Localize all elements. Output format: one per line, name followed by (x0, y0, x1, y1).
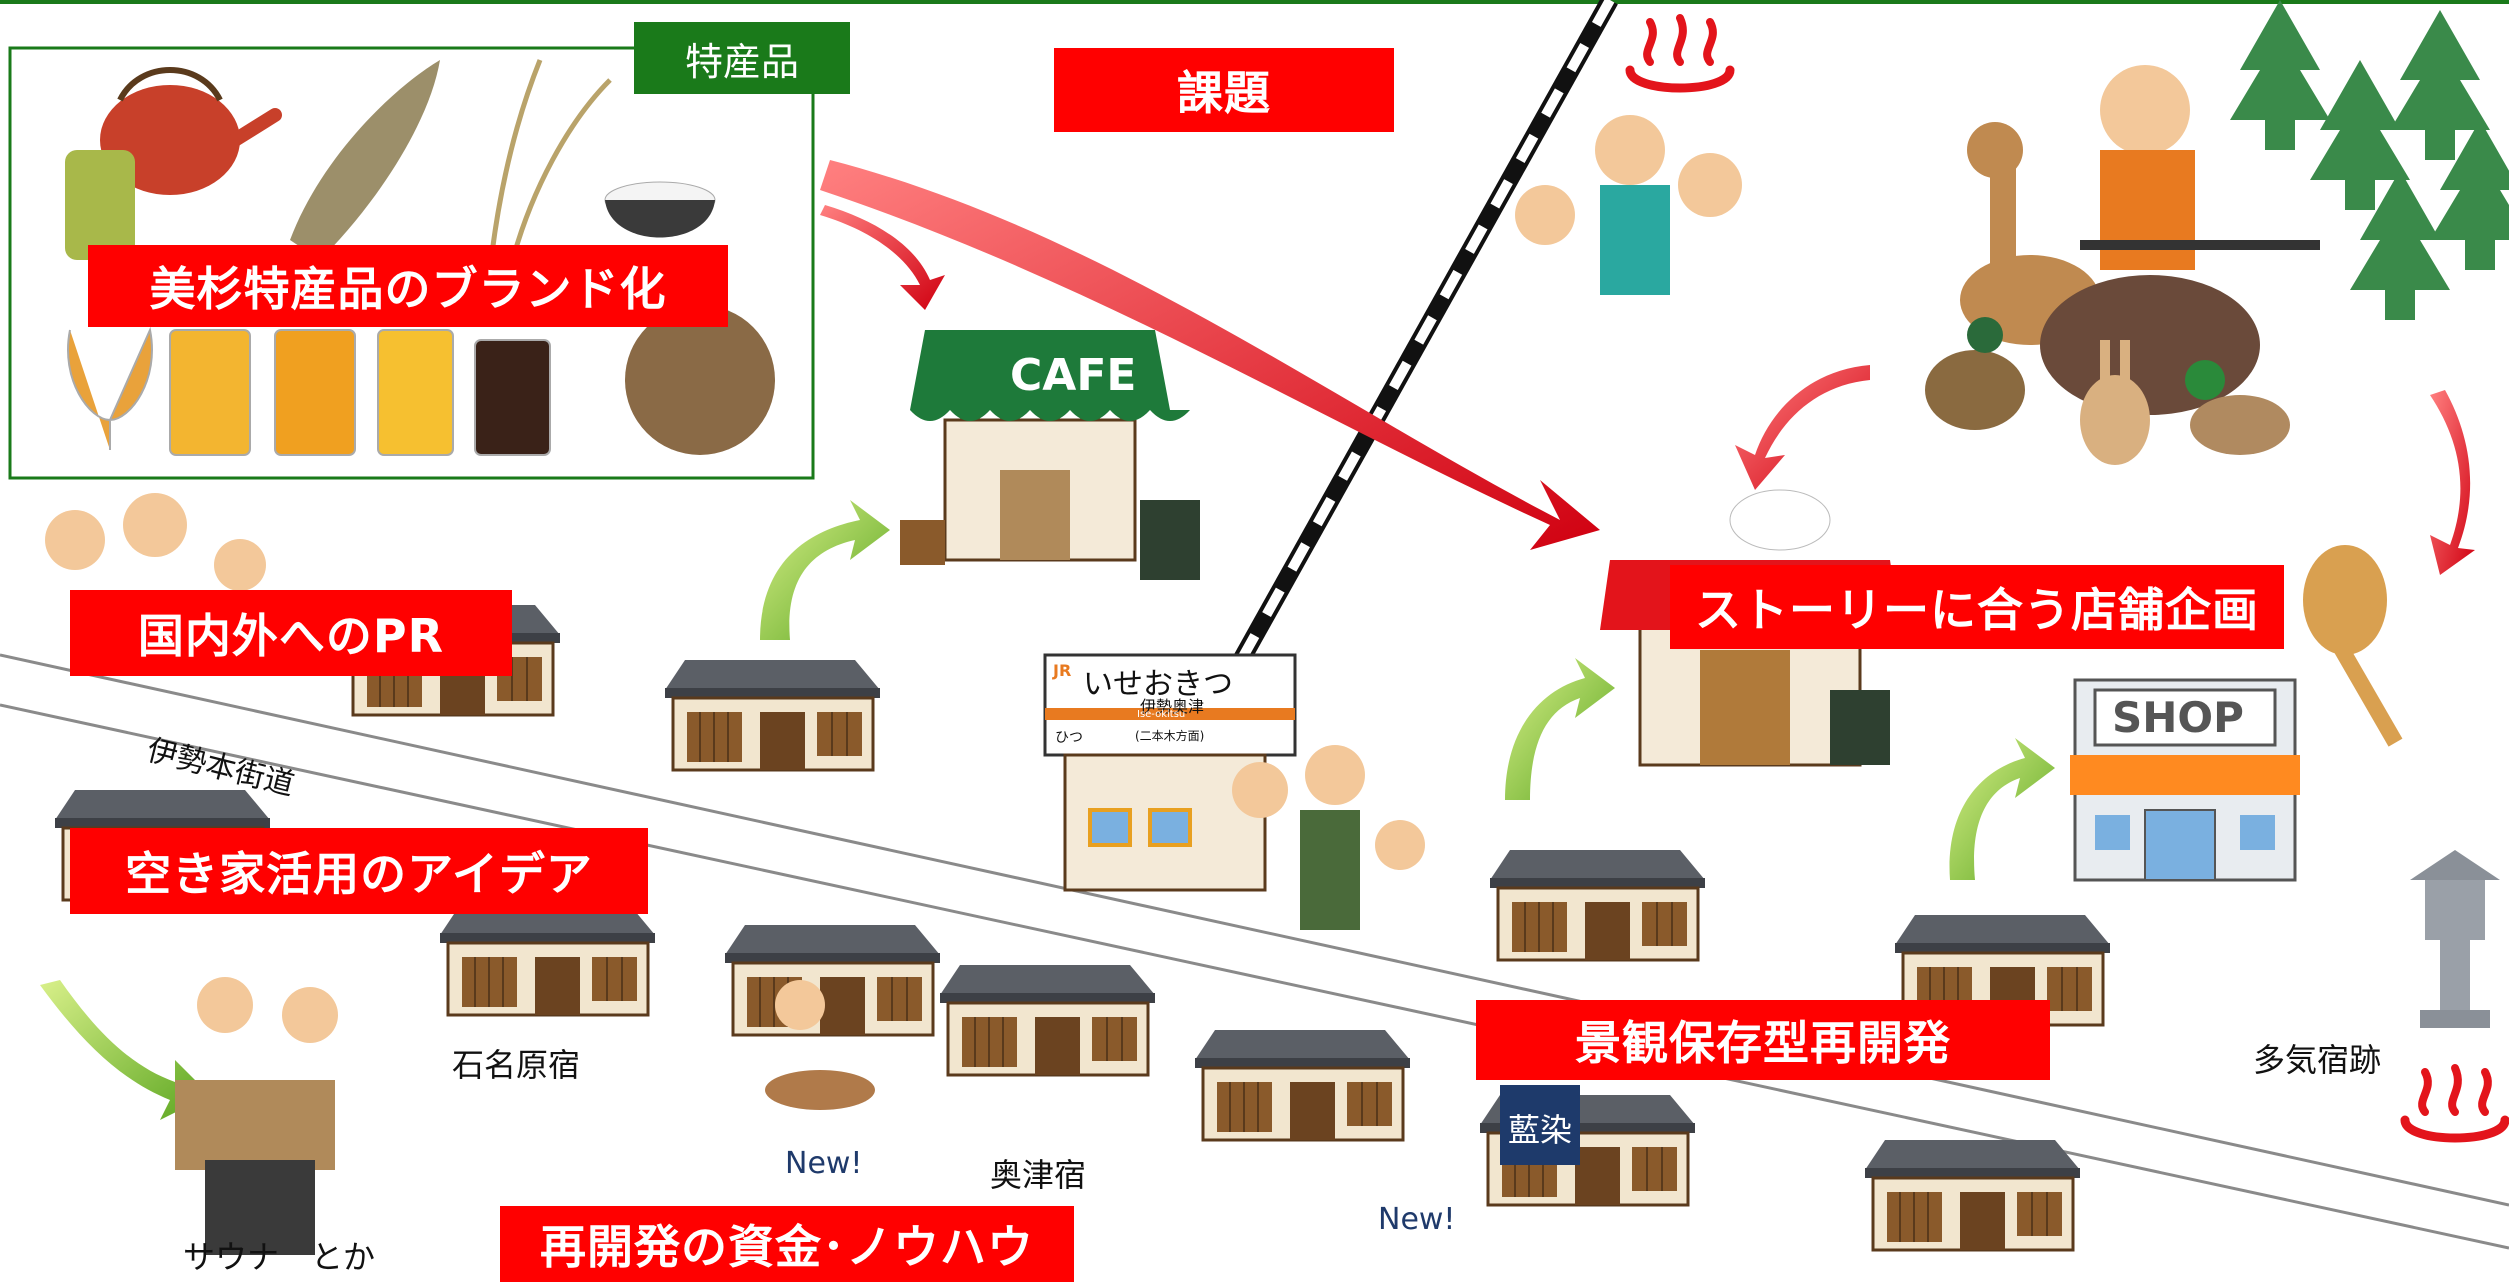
red-arrow-paddle (2430, 390, 2475, 575)
indigo-noren (1500, 1085, 1580, 1165)
grilled-fish (290, 60, 440, 260)
rice-plant (487, 59, 612, 271)
new-badge: New! (785, 1146, 863, 1181)
konjac-ball (625, 305, 775, 455)
station-name-kana: いせおきつ (1083, 667, 1233, 702)
noren-text: 藍染 (1508, 1111, 1573, 1149)
station-name-kanji: 伊勢奥津 (1140, 697, 1205, 716)
specialties-frame (8, 46, 815, 480)
label-story: ストーリーに合う店舗企画 (1670, 565, 2284, 649)
green-arrow-sauna (40, 980, 210, 1120)
specialties-tag: 特産品 (634, 22, 850, 94)
green-arrow-store (1505, 658, 1615, 800)
label-funds: 再開発の資金･ノウハウ (500, 1206, 1074, 1282)
sauna-people (175, 977, 338, 1255)
rice-bowl (604, 181, 716, 238)
traveler-family (1232, 745, 1425, 930)
station-prev: ひつ (1055, 730, 1083, 746)
road-line-lower (0, 703, 2509, 1250)
road-line-upper (0, 653, 2509, 1207)
house (1863, 1138, 2082, 1252)
tourist-family (1515, 115, 1742, 295)
top-rule (0, 0, 2509, 4)
label-brand: 美杉特産品のブランド化 (88, 245, 728, 327)
pheasant (1925, 317, 2025, 430)
label-vacant: 空き家活用のアイデア (70, 828, 648, 914)
station-jr-logo: JR (1053, 661, 1072, 680)
station-romaji: Ise-okitsu (1137, 709, 1186, 720)
onsen-icon (2405, 1068, 2505, 1138)
potter (765, 980, 875, 1110)
place-take: 多気宿跡 (2253, 1041, 2382, 1079)
tea-cup (65, 150, 135, 260)
station-next: (二本木方面) (1135, 729, 1205, 743)
house (723, 923, 942, 1037)
wooden-paddle (2303, 545, 2403, 747)
green-arrow-shop (1949, 738, 2055, 880)
cafe-sign: CAFE (1010, 350, 1137, 401)
sauna-label: サウナ とか (183, 1238, 376, 1276)
shop-sign: SHOP (2112, 693, 2244, 742)
house (663, 658, 882, 772)
duck (2185, 360, 2290, 455)
house (438, 903, 657, 1017)
station-sign: JR いせおきつ 伊勢奥津 Ise-okitsu ひつ (二本木方面) (1045, 655, 1295, 755)
issues-header: 課題 (1054, 48, 1394, 132)
place-okitsu: 奥津宿 (990, 1156, 1087, 1194)
red-arrow-store (1735, 365, 1870, 490)
red-arrow-main (820, 160, 1600, 550)
house (1488, 848, 1707, 962)
label-landscape: 景観保存型再開発 (1476, 1000, 2050, 1080)
label-pr: 国内外へのPR (70, 590, 512, 676)
stone-lantern (2410, 850, 2500, 1028)
place-ishinahara: 石名原宿 (452, 1046, 581, 1084)
station-building (1043, 653, 1297, 892)
cafe-building (900, 330, 1200, 580)
green-arrow-cafe (760, 500, 890, 640)
rabbit (2080, 340, 2150, 465)
beer-glasses (67, 326, 551, 456)
shop-building (2070, 678, 2300, 882)
railway-track (1222, 0, 1618, 685)
new-badge: New! (1378, 1202, 1456, 1237)
onsen-icon (1630, 18, 1730, 88)
red-arrow-cafe (820, 205, 945, 310)
forest (2230, 0, 2509, 320)
boar (2040, 275, 2260, 415)
hunter (2080, 65, 2320, 270)
house (1193, 1028, 1412, 1142)
family-group-left (45, 493, 266, 591)
house (938, 963, 1157, 1077)
